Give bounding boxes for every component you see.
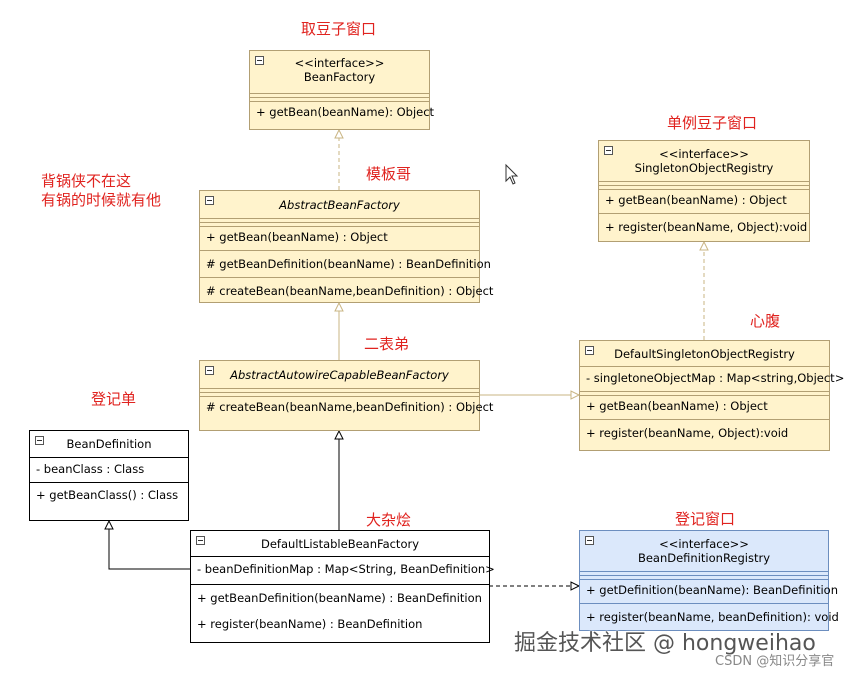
label-register-form: 登记单 — [91, 390, 137, 408]
collapse-toggle-icon[interactable] — [205, 196, 214, 205]
divider — [200, 218, 479, 219]
attribute-row: - beanDefinitionMap : Map<String, BeanDe… — [197, 562, 495, 576]
class-name: BeanFactory — [303, 70, 376, 84]
class-name: AbstractAutowireCapableBeanFactory — [230, 368, 449, 382]
attribute-row: - singletoneObjectMap : Map<string,Objec… — [586, 371, 845, 385]
collapse-toggle-icon[interactable] — [604, 146, 613, 155]
inheritance-arrowhead-3 — [334, 429, 344, 440]
method-row: # getBeanDefinition(beanName) : BeanDefi… — [200, 250, 491, 277]
method-row: + getBean(beanName) : Object — [586, 399, 768, 413]
collapse-toggle-icon[interactable] — [205, 366, 214, 375]
divider — [200, 392, 479, 393]
method-row: + getBean(beanName) : Object — [605, 193, 787, 207]
inheritance-arrowhead — [334, 301, 344, 312]
collapse-toggle-icon[interactable] — [255, 56, 264, 65]
realization-arrowhead — [334, 128, 344, 139]
class-name: DefaultListableBeanFactory — [260, 537, 420, 551]
label-singleton-window: 单例豆子窗口 — [667, 114, 758, 132]
class-header: <<interface>> BeanDefinitionRegistry — [580, 531, 828, 567]
class-header: BeanDefinition — [30, 431, 188, 453]
class-header: DefaultSingletonObjectRegistry — [580, 341, 829, 363]
class-header: AbstractBeanFactory — [200, 191, 479, 214]
class-bean-factory[interactable]: <<interface>> BeanFactory + getBean(bean… — [249, 50, 435, 130]
method-row: # createBean(beanName,beanDefinition) : … — [200, 277, 493, 304]
collapse-toggle-icon[interactable] — [35, 436, 44, 445]
label-hodgepodge: 大杂烩 — [366, 511, 412, 529]
class-header: DefaultListableBeanFactory — [191, 531, 489, 553]
class-abstract-autowire-capable-bean-factory[interactable]: AbstractAutowireCapableBeanFactory # cre… — [199, 360, 494, 431]
divider — [250, 93, 429, 94]
method-row: + register(beanName, beanDefinition): vo… — [580, 603, 839, 630]
watermark-csdn: CSDN @知识分享官 — [715, 654, 835, 669]
divider — [599, 181, 809, 182]
label-fetch-window: 取豆子窗口 — [301, 20, 377, 38]
divider — [580, 579, 828, 580]
label-scapegoat-line1: 背锅侠不在这 — [41, 172, 132, 190]
divider — [200, 226, 479, 227]
divider — [200, 396, 479, 397]
method-row: + getBean(beanName) : Object — [206, 230, 388, 244]
divider — [580, 571, 828, 572]
method-row: + register(beanName, Object):void — [599, 213, 809, 240]
class-abstract-bean-factory[interactable]: AbstractBeanFactory + getBean(beanName) … — [199, 190, 493, 304]
mouse-cursor-icon — [505, 163, 519, 185]
watermark-juejin: 掘金技术社区 @ hongweihao — [514, 631, 816, 656]
divider — [599, 189, 809, 190]
class-singleton-object-registry[interactable]: <<interface>> SingletonObjectRegistry + … — [598, 140, 810, 242]
attribute-row: - beanClass : Class — [36, 462, 145, 476]
method-row: + getBean(beanName): Object — [256, 105, 435, 119]
class-name: BeanDefinitionRegistry — [637, 551, 771, 565]
collapse-toggle-icon[interactable] — [585, 536, 594, 545]
label-confidant: 心腹 — [750, 312, 781, 330]
class-header: <<interface>> BeanFactory — [250, 51, 429, 89]
realization-arrowhead-3 — [570, 581, 581, 591]
class-name: DefaultSingletonObjectRegistry — [614, 347, 795, 361]
class-name: SingletonObjectRegistry — [634, 161, 774, 175]
label-template-guy: 模板哥 — [366, 165, 412, 183]
label-scapegoat-line2: 有锅的时候就有他 — [41, 191, 162, 209]
divider — [580, 395, 829, 396]
divider — [580, 366, 829, 367]
method-row: + getBeanClass() : Class — [36, 488, 179, 502]
class-name: BeanDefinition — [66, 437, 152, 451]
method-row: + register(beanName, Object):void — [580, 419, 829, 446]
method-row: + register(beanName) : BeanDefinition — [197, 617, 423, 631]
divider — [191, 584, 489, 585]
class-header: AbstractAutowireCapableBeanFactory — [200, 361, 479, 384]
inheritance-arrowhead-2 — [570, 390, 581, 400]
stereotype: <<interface>> — [294, 56, 385, 70]
label-register-window: 登记窗口 — [675, 510, 736, 528]
class-bean-definition[interactable]: BeanDefinition - beanClass : Class + get… — [29, 430, 189, 521]
stereotype: <<interface>> — [659, 147, 749, 161]
divider — [580, 575, 828, 576]
divider — [250, 101, 429, 102]
divider — [191, 556, 489, 557]
divider — [200, 222, 479, 223]
divider — [30, 457, 188, 458]
divider — [599, 185, 809, 186]
method-row: + getDefinition(beanName): BeanDefinitio… — [586, 583, 838, 597]
association-dlbf-to-beandefinition — [108, 529, 190, 570]
divider — [250, 97, 429, 98]
class-bean-definition-registry[interactable]: <<interface>> BeanDefinitionRegistry + g… — [579, 530, 839, 631]
divider — [200, 388, 479, 389]
method-row: + getBeanDefinition(beanName) : BeanDefi… — [197, 591, 482, 605]
stereotype: <<interface>> — [659, 537, 749, 551]
collapse-toggle-icon[interactable] — [196, 536, 205, 545]
class-default-listable-bean-factory[interactable]: DefaultListableBeanFactory - beanDefinit… — [190, 530, 495, 643]
class-default-singleton-object-registry[interactable]: DefaultSingletonObjectRegistry - singlet… — [579, 340, 845, 451]
divider — [30, 482, 188, 483]
collapse-toggle-icon[interactable] — [585, 346, 594, 355]
label-cousin: 二表弟 — [364, 335, 410, 353]
association-arrowhead — [104, 519, 114, 530]
class-name: AbstractBeanFactory — [279, 198, 400, 212]
method-row: # createBean(beanName,beanDefinition) : … — [206, 400, 494, 414]
divider — [580, 391, 829, 392]
class-header: <<interface>> SingletonObjectRegistry — [599, 141, 809, 177]
realization-arrowhead-2 — [699, 240, 709, 251]
